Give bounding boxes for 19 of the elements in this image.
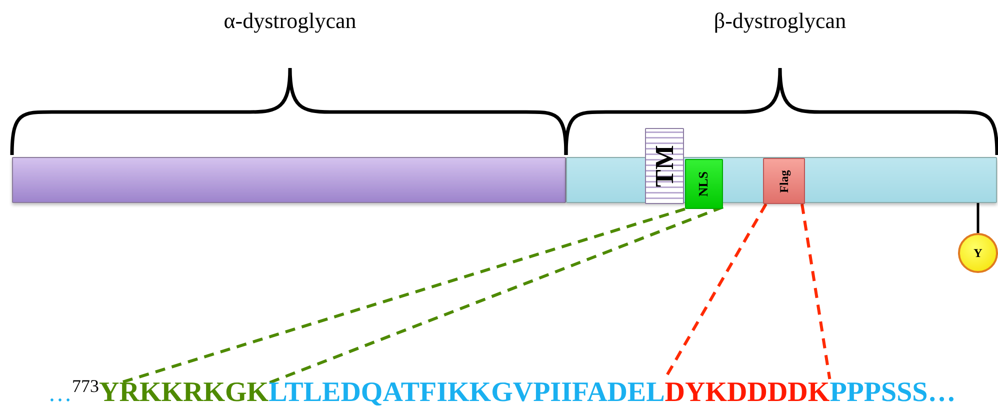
- domain-label: β-dystroglycan: [714, 8, 846, 33]
- domain-name: NLS: [696, 171, 712, 197]
- dashed-connector: [800, 204, 832, 380]
- sequence-motif: YRKKRKGK: [99, 377, 269, 409]
- connector-line: [976, 203, 980, 233]
- sequence-text: PPPSSS…: [830, 377, 956, 409]
- domain-name: TM: [650, 145, 680, 187]
- domain-name: Flag: [776, 170, 792, 192]
- dashed-connector: [268, 206, 724, 384]
- transmembrane-box: [645, 128, 684, 204]
- sequence-motif: DYKDDDDK: [664, 377, 830, 409]
- alpha-domain-bar: [12, 157, 566, 203]
- sequence-text: …$^{773}$: [48, 376, 99, 408]
- domain-label: α-dystroglycan: [224, 8, 356, 33]
- tyrosine-circle: [958, 233, 998, 273]
- nls-box: [685, 159, 723, 209]
- domain-name: Y: [974, 246, 982, 260]
- sequence-text: LTLEDQATFIKKGVPIIFADEL: [268, 377, 665, 409]
- flag-tag-box: [763, 158, 805, 204]
